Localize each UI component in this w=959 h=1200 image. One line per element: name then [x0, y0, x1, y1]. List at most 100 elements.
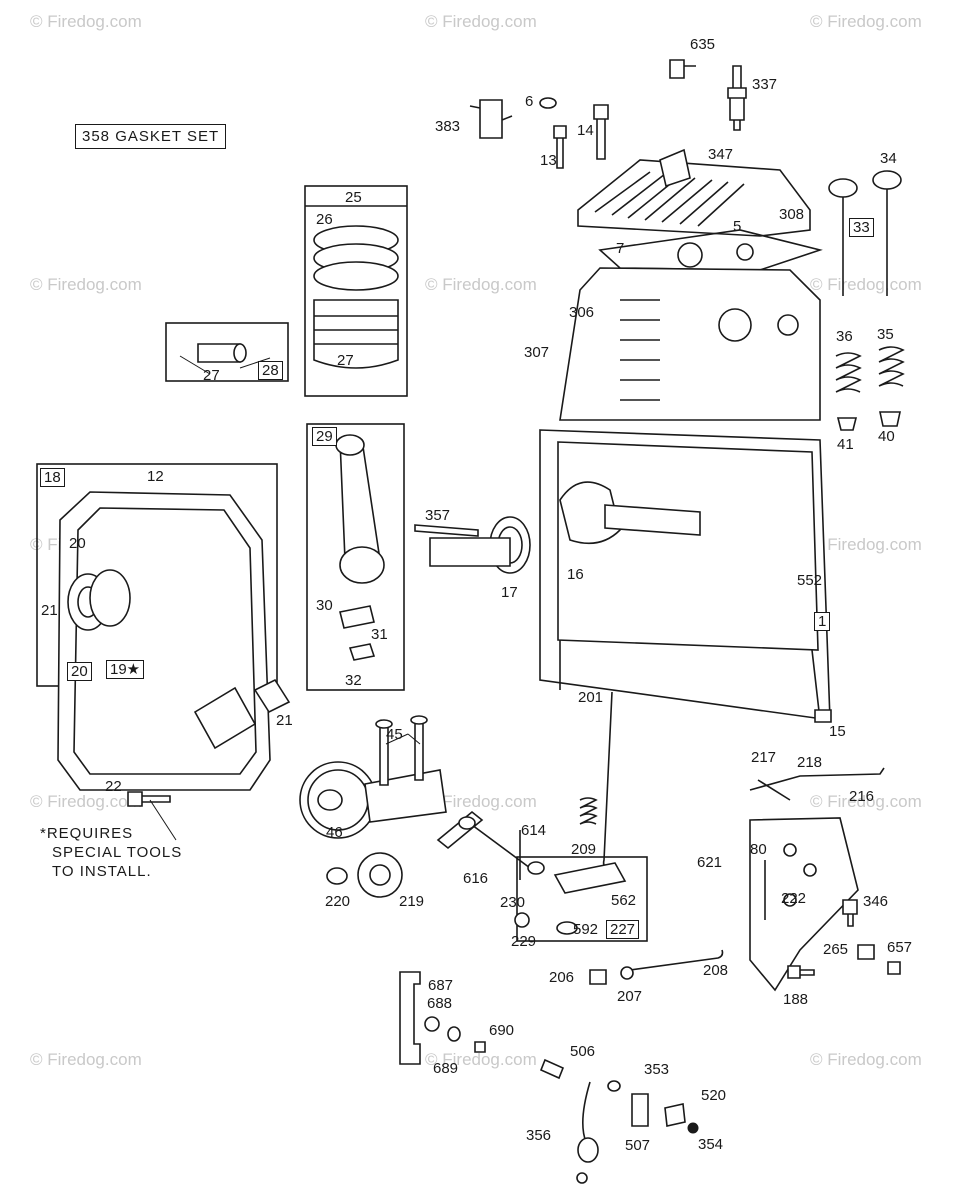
watermark: © Firedog.com [425, 1050, 537, 1069]
part-callout: 208 [703, 962, 729, 979]
part-callout: 31 [371, 626, 388, 643]
watermark: © Firedog.com [425, 275, 537, 294]
part-callout: 383 [435, 118, 461, 135]
special-tools-note: *REQUIRES SPECIAL TOOLS TO INSTALL. [40, 824, 182, 881]
part-callout: 36 [836, 328, 853, 345]
part-callout: 354 [698, 1136, 724, 1153]
note-line: *REQUIRES [40, 825, 134, 842]
part-callout: 20 [67, 662, 92, 681]
connecting-rod-part [339, 439, 381, 561]
part-callout: 21 [41, 602, 58, 619]
part-callout: 12 [147, 468, 164, 485]
part-callout: 29 [312, 427, 337, 446]
part-callout: 562 [611, 892, 637, 909]
part-callout: 206 [549, 969, 575, 986]
part-callout: 41 [837, 436, 854, 453]
part-callout: 621 [697, 854, 723, 871]
part-callout: 690 [489, 1022, 515, 1039]
part-callout: 592 [573, 921, 599, 938]
part-callout: 219 [399, 893, 425, 910]
part-callout: 346 [863, 893, 889, 910]
part-callout: 27 [203, 367, 220, 384]
part-callout: 218 [797, 754, 823, 771]
part-callout: 687 [428, 977, 454, 994]
part-callout: 1 [814, 612, 831, 631]
part-callout: 229 [511, 933, 537, 950]
part-callout: 216 [849, 788, 875, 805]
part-callout: 635 [690, 36, 716, 53]
part-callout: 188 [783, 991, 809, 1008]
part-callout: 230 [500, 894, 526, 911]
watermark: © Firedog.com [30, 792, 142, 811]
part-callout: 25 [345, 189, 362, 206]
part-callout: 14 [577, 122, 594, 139]
nut-part [469, 99, 513, 139]
part-callout: 32 [345, 672, 362, 689]
part-callout: 222 [781, 890, 807, 907]
watermark: © Firedog.com [810, 12, 922, 31]
part-callout: 227 [606, 920, 640, 939]
part-callout: 357 [425, 507, 451, 524]
part-callout: 520 [701, 1087, 727, 1104]
part-callout: 30 [316, 597, 333, 614]
part-callout: 16 [567, 566, 584, 583]
watermark: © Firedog.com [30, 275, 142, 294]
part-callout: 40 [878, 428, 895, 445]
part-callout: 19★ [106, 660, 145, 679]
watermark: © Firedog.com [810, 792, 922, 811]
watermark: © Firedog.com [810, 535, 922, 554]
part-callout: 506 [570, 1043, 596, 1060]
part-callout: 337 [752, 76, 778, 93]
part-callout: 26 [316, 211, 333, 228]
bolt-part [593, 104, 609, 160]
part-callout: 220 [325, 893, 351, 910]
watermark: © Firedog.com [425, 12, 537, 31]
head-gasket-part [598, 229, 823, 271]
watermark: © Firedog.com [425, 792, 537, 811]
spark-plug-boot-part [669, 59, 696, 79]
cylinder-head-part [577, 159, 811, 237]
part-callout: 45 [386, 726, 403, 743]
part-callout: 308 [779, 206, 805, 223]
cylinder-block-part [559, 267, 821, 421]
part-callout: 6 [525, 93, 534, 110]
part-callout: 21 [276, 712, 293, 729]
note-line: TO INSTALL. [52, 863, 152, 880]
watermark: © Firedog.com [810, 275, 922, 294]
part-callout: 552 [797, 572, 823, 589]
watermark: © Firedog.com [810, 1050, 922, 1069]
part-callout: 217 [751, 749, 777, 766]
part-callout: 306 [569, 304, 595, 321]
part-callout: 201 [578, 689, 604, 706]
spark-plug-part [727, 65, 747, 131]
part-callout: 347 [708, 146, 734, 163]
part-callout: 507 [625, 1137, 651, 1154]
part-callout: 18 [40, 468, 65, 487]
part-callout: 689 [433, 1060, 459, 1077]
part-callout: 15 [829, 723, 846, 740]
control-bracket-part [749, 817, 859, 992]
part-callout: 46 [326, 824, 343, 841]
part-callout: 33 [849, 218, 874, 237]
part-callout: 34 [880, 150, 897, 167]
part-callout: 616 [463, 870, 489, 887]
part-callout: 207 [617, 988, 643, 1005]
part-callout: 7 [616, 240, 625, 257]
part-callout: 5 [733, 218, 742, 235]
part-callout: 28 [258, 361, 283, 380]
part-callout: 356 [526, 1127, 552, 1144]
piston-part [313, 299, 399, 369]
gasket-set-label: 358 GASKET SET [75, 124, 227, 149]
part-callout: 17 [501, 584, 518, 601]
part-callout: 35 [877, 326, 894, 343]
part-callout: 265 [823, 941, 849, 958]
part-callout: 657 [887, 939, 913, 956]
watermark: © Firedog.com [30, 12, 142, 31]
part-callout: 20 [69, 535, 86, 552]
part-callout: 307 [524, 344, 550, 361]
part-callout: 614 [521, 822, 547, 839]
part-callout: 80 [750, 841, 767, 858]
part-callout: 688 [427, 995, 453, 1012]
